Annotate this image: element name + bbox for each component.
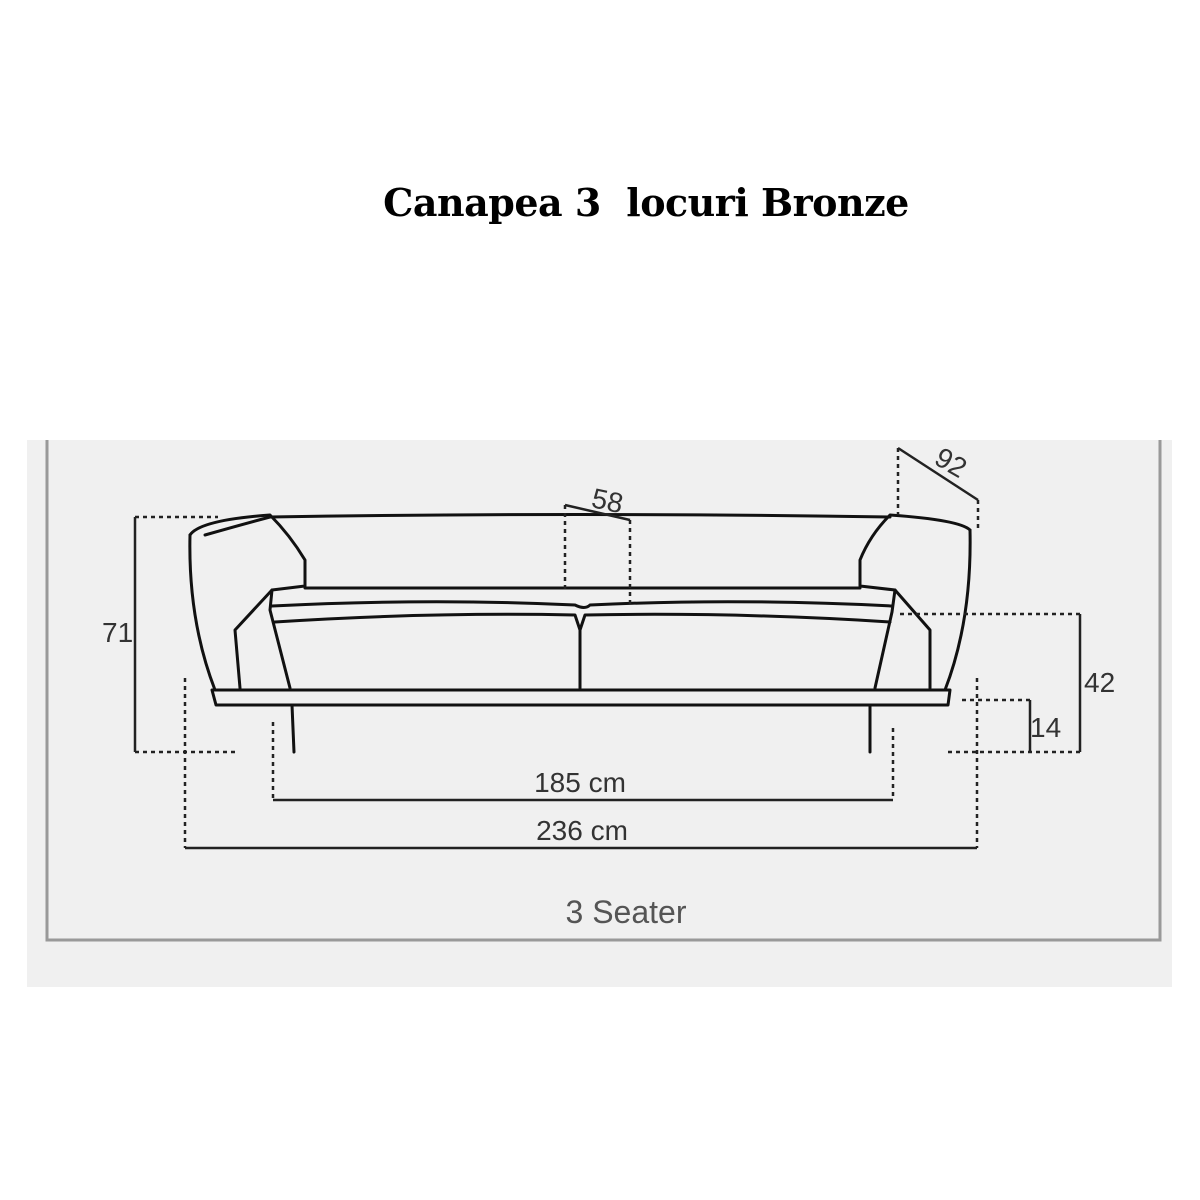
dimension-seat-depth: 58: [563, 482, 632, 605]
inner-width-label: 185 cm: [534, 767, 626, 798]
page-title: Canapea 3 locuri Bronze: [383, 180, 909, 225]
dimension-inner-width: 185 cm: [271, 722, 895, 802]
leg-height-label: 14: [1030, 712, 1061, 743]
seat-height-label: 42: [1084, 667, 1115, 698]
depth-label: 92: [930, 441, 972, 483]
dimension-seat-height: 42: [900, 612, 1115, 754]
seat-depth-label: 58: [589, 482, 626, 519]
dimension-depth: 92: [896, 441, 980, 528]
height-label: 71: [102, 617, 133, 648]
sofa-drawing: [188, 513, 972, 754]
dimension-leg-height: 14: [962, 698, 1061, 752]
dimension-height: 71: [102, 515, 235, 754]
dimension-total-width: 236 cm: [183, 678, 979, 850]
panel-frame: [45, 440, 1162, 942]
total-width-label: 236 cm: [536, 815, 628, 846]
diagram-caption: 3 Seater: [566, 894, 687, 930]
